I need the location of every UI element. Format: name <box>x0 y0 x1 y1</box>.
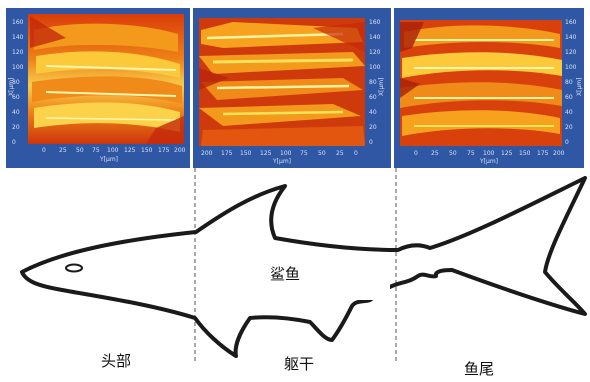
label-backdrop <box>240 255 390 300</box>
tail-label: 鱼尾 <box>464 358 494 379</box>
head-label: 头部 <box>101 350 131 371</box>
body-label: 躯干 <box>284 353 314 374</box>
shark-eye <box>66 265 82 272</box>
shark-label: 鲨鱼 <box>270 263 300 284</box>
